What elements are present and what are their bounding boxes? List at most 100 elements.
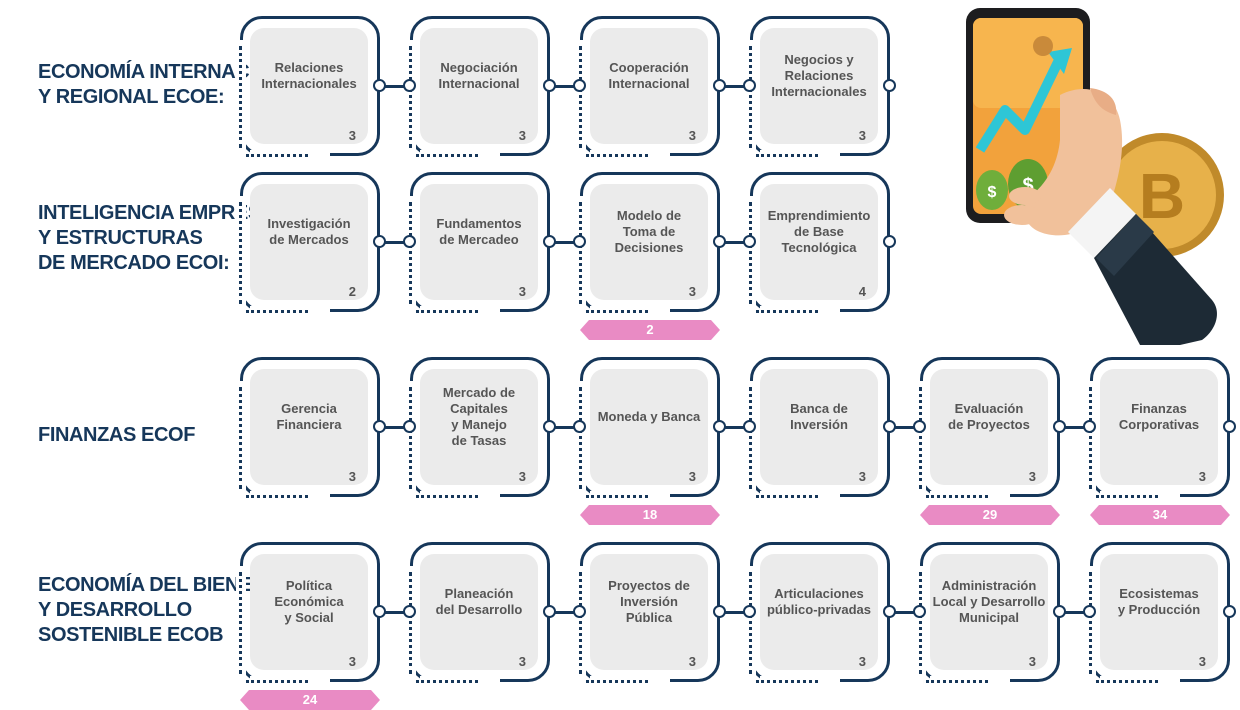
course-credits: 3 [518,469,526,484]
course-credits: 3 [1028,469,1036,484]
dotted-border [586,154,648,157]
dotted-border [749,202,752,304]
connector-node [543,79,556,92]
course-title: Proyectos de Inversión Pública [608,578,690,625]
card-panel [250,554,368,670]
connector-node [1083,420,1096,433]
course-credits: 3 [688,128,696,143]
svg-text:$: $ [988,184,997,201]
course-title: Moneda y Banca [597,409,701,424]
connector-line [720,241,750,244]
course-title: Negociación Internacional [438,60,520,91]
dotted-border [919,572,922,674]
connector-node [743,235,756,248]
dotted-border [246,154,308,157]
card-panel [250,184,368,300]
course-card[interactable]: Relaciones Internacionales 3 [236,16,380,160]
connector-node [403,605,416,618]
dotted-border [246,680,308,683]
connector-node [713,79,726,92]
row-title-inteligencia-empresarial: Inteligencia Empresarial Y Estructuras D… [38,202,320,274]
course-title: Ecosistemas y Producción [1117,586,1201,617]
connector-line [1060,426,1090,429]
connector-node [573,79,586,92]
card-panel [760,28,878,144]
dotted-border [239,387,242,489]
course-credits: 3 [858,654,866,669]
connector-node [713,235,726,248]
dotted-border [416,154,478,157]
dotted-border [239,572,242,674]
connector-node [373,420,386,433]
dotted-border [416,310,478,313]
connector-line [1060,611,1090,614]
svg-text:$: $ [1022,175,1033,197]
connector-node [403,79,416,92]
card-panel [590,184,708,300]
course-credits: 3 [348,128,356,143]
connector-line [720,611,750,614]
dotted-border [926,495,988,498]
course-credits: 3 [518,654,526,669]
row-title-economia-bienestar: Economía del Bienestar Y Desarrollo Sost… [38,574,304,646]
connector-node [1223,605,1236,618]
dotted-border [416,680,478,683]
dotted-border [246,310,308,313]
course-title: Gerencia Financiera [276,401,342,432]
course-title: Modelo de Toma de Decisiones [614,208,684,255]
dotted-border [409,202,412,304]
connector-node [883,605,896,618]
connector-node [1053,420,1066,433]
dotted-border [919,387,922,489]
connector-node [913,605,926,618]
card-panel [420,554,538,670]
prerequisite-badge: 2 [580,320,720,340]
dotted-border [1096,680,1158,683]
svg-text:B: B [1139,160,1185,232]
connector-line [380,241,410,244]
card-panel [1100,369,1218,485]
connector-node [573,420,586,433]
course-card[interactable]: Administración Local y Desarrollo Munici… [916,542,1060,686]
card-panel [760,184,878,300]
dotted-border [579,387,582,489]
connector-node [913,420,926,433]
dotted-border [926,680,988,683]
row-title-finanzas: Finanzas ECOF [38,424,196,446]
connector-node [883,235,896,248]
connector-node [403,235,416,248]
course-credits: 3 [518,284,526,299]
course-credits: 4 [858,284,866,299]
card-panel [590,554,708,670]
course-card[interactable]: Planeación del Desarrollo 3 [406,542,550,686]
prerequisite-badge: 18 [580,505,720,525]
connector-node [1223,420,1236,433]
dotted-border [1096,495,1158,498]
dotted-border [416,495,478,498]
connector-node [743,420,756,433]
card-panel [930,554,1048,670]
card-panel [1100,554,1218,670]
connector-line [550,85,580,88]
dotted-border [749,46,752,148]
course-title: Planeación del Desarrollo [435,586,523,617]
card-panel [760,554,878,670]
course-title: Relaciones Internacionales [261,60,357,91]
